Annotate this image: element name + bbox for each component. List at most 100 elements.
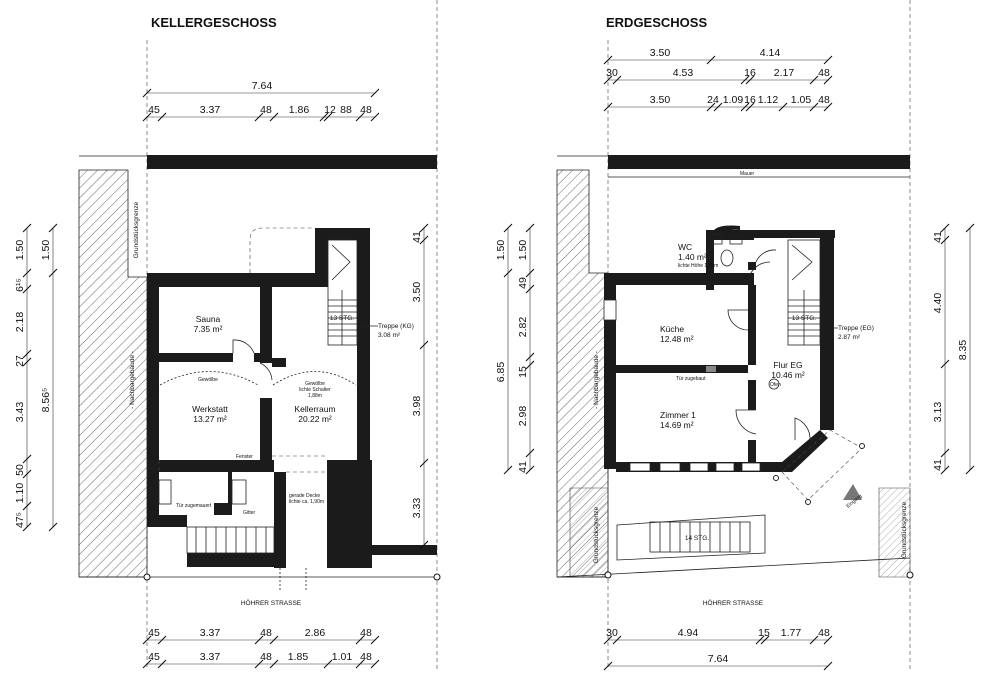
room-wc-name: WC [678,242,692,252]
vault-note-2-sub1: lichte Schalter [299,387,331,393]
door-walled-note-eg: Tür zugebaut [676,376,706,382]
entrance-arrow-icon [843,484,862,500]
dim-right-4: 3.33 [411,498,423,519]
dim-bot2-6: 48 [360,651,372,663]
dim-top-6: 88 [340,104,352,116]
basement-entrance-stairs [186,526,275,554]
ground-plan: ERDGESCHOSS 3.50 4.14 30 4.53 16 2.17 48 [495,0,975,671]
room-kueche-name: Küche [660,324,684,334]
g-stairs-name: Treppe (EG) [838,325,874,332]
g-dim-left-a: 1.50 [495,240,507,261]
basement-title: KELLERGESCHOSS [151,15,277,30]
ground-walls [604,225,835,472]
g-boundary-label: Grundstücksgrenze [593,506,600,563]
room-flur-name: Flur EG [773,360,802,370]
wall-label: Mauer [740,171,755,177]
dim-left-1: 1.50 [14,240,26,261]
g-dim-left-4: 15 [517,366,529,378]
ground-top-dimensions: 3.50 4.14 30 4.53 16 2.17 48 3.50 24 1. [603,47,833,112]
g-dim-left-2: 49 [517,277,529,289]
g-dim-top2-1: 30 [606,67,618,79]
door-walled-note: Tür zugemauert [176,503,212,509]
ground-bottom-dimensions: 30 4.94 15 1.77 48 7.64 [603,627,833,671]
room-kueche-area: 12.48 m² [660,334,694,344]
outside-stairs: 14 STG. [616,514,766,561]
g-north-wall [608,155,910,169]
stove-label: Ofen [770,382,781,388]
g-dim-top3-3: 1.09 [723,94,744,106]
g-dim-top3-5: 1.12 [758,94,779,106]
room-kellerraum-area: 20.22 m² [298,414,332,424]
basement-right-dimensions: 41 3.50 3.98 3.33 [411,223,429,550]
room-sauna-area: 7.35 m² [194,324,223,334]
neighbor-label: - Nachbargebäude - [129,351,136,409]
stairs-name: Treppe (KG) [378,323,414,330]
dim-top-3: 48 [260,104,272,116]
ground-left-dimensions: 1.50 6.85 1.50 49 2.82 15 2.98 41 [495,223,535,475]
dim-bot2-2: 3.37 [200,651,221,663]
g-dim-bot-total: 7.64 [708,653,729,665]
dim-bot1-1: 45 [148,627,160,639]
dim-left-2: 6¹⁵ [14,278,26,292]
basement-plan: KELLERGESCHOSS 7.64 45 3.37 48 1.86 12 8… [14,0,441,670]
g-dim-top3-6: 1.05 [791,94,812,106]
dim-bot1-3: 48 [260,627,272,639]
room-zimmer-area: 14.69 m² [660,420,694,430]
basement-top-dimensions: 7.64 45 3.37 48 1.86 12 88 48 [142,80,380,122]
g-dim-left-3: 2.82 [517,317,529,338]
room-kellerraum-name: Kellerraum [294,404,335,414]
room-wc-sub: lichte Höhe 1,98m [678,263,718,269]
room-werkstatt-area: 13.27 m² [193,414,227,424]
dim-left-5: 3.43 [14,402,26,423]
dim-right-1: 41 [411,231,423,243]
ground-title: ERDGESCHOSS [606,15,707,30]
dim-bot1-4: 2.86 [305,627,326,639]
g-dim-left-5: 2.98 [517,406,529,427]
ground-windows [603,299,761,472]
g-dim-left-6: 41 [517,461,529,473]
g-stairs-area: 2.87 m² [838,334,861,341]
g-stairs-steps: 13 STG. [792,315,816,322]
dim-left-4: 27 [14,355,26,367]
g-dim-top3-4: 16 [744,94,756,106]
g-dim-right-2: 4.40 [932,293,944,314]
g-dim-bot1-5: 48 [818,627,830,639]
g-dim-bot1-2: 4.94 [678,627,699,639]
dim-left-3: 2.18 [14,312,26,333]
vault-note-1: Gewölbe [198,377,218,383]
dim-top-4: 1.86 [289,104,310,116]
g-dim-top2-2: 4.53 [673,67,694,79]
stairs-area: 3.08 m² [378,332,401,339]
room-sauna-name: Sauna [196,314,221,324]
ground-right-dimensions: 41 4.40 3.13 41 8.35 [932,223,975,475]
dim-bot2-5: 1.01 [332,651,353,663]
stairs-steps-label: 13 STG. [330,315,354,322]
dim-top-7: 48 [360,104,372,116]
dim-right-2: 3.50 [411,282,423,303]
g-dim-top1-2: 4.14 [760,47,781,59]
window-note: Fenster [236,454,253,460]
dim-left-total: 8.56⁵ [40,388,52,413]
dim-top-2: 3.37 [200,104,221,116]
g-dim-left-total: 6.85 [495,362,507,383]
ceiling-note-1: gerade Decke [289,493,320,499]
dim-bot2-3: 48 [260,651,272,663]
ceiling-note-2: lichte ca. 1,90m [289,499,324,505]
g-dim-top2-5: 48 [818,67,830,79]
basement-stairs: 13 STG. Treppe (KG) 3.08 m² [327,239,414,346]
room-werkstatt-name: Werkstatt [192,404,228,414]
dim-bot1-2: 3.37 [200,627,221,639]
ground-stairs: 13 STG. Treppe (EG) 2.87 m² [787,239,874,346]
dim-left-inner-1: 1.50 [40,240,52,261]
basement-walls [147,228,437,568]
vault-note-2: Gewölbe [305,381,325,387]
g-dim-right-1: 41 [932,231,944,243]
dim-top-1: 45 [148,104,160,116]
basement-bottom-dimensions: 45 3.37 48 2.86 48 45 3.37 48 1.85 1.01 … [142,627,380,669]
basement-left-dimensions: 1.50 6¹⁵ 2.18 27 3.43 50 1.10 47⁵ 1.50 8… [14,223,58,532]
dim-left-8: 47⁵ [14,512,26,528]
g-dim-bot1-1: 30 [606,627,618,639]
g-boundary-label-2: Grundstücksgrenze [901,501,908,558]
north-wall [147,155,437,169]
